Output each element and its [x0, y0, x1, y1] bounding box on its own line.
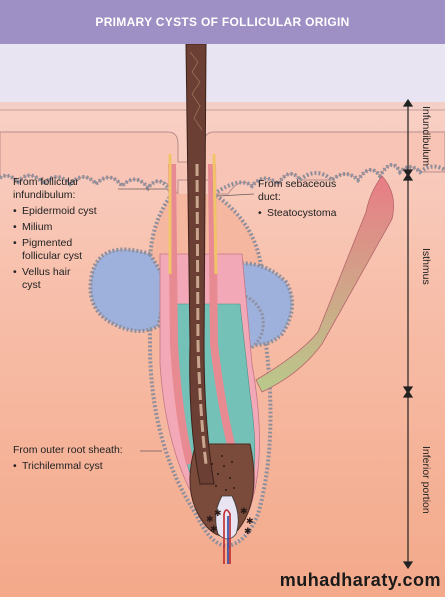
diagram-title: PRIMARY CYSTS OF FOLLICULAR ORIGIN — [0, 0, 445, 44]
hair-shaft-medulla — [195, 163, 208, 465]
label-heading: From outer root sheath: — [13, 444, 123, 456]
follicle-illustration: ✱ ✱ ✱ ✱ ✱ ✱ — [0, 44, 445, 597]
cyst-left — [88, 247, 171, 333]
region-label-inferior: Inferior portion — [420, 446, 432, 514]
melanocytes: ✱ ✱ ✱ ✱ ✱ ✱ — [206, 507, 254, 537]
label-follicular-infundibulum: From follicular infundibulum: Epidermoid… — [13, 176, 123, 295]
svg-text:✱: ✱ — [244, 527, 252, 537]
svg-text:✱: ✱ — [240, 507, 248, 517]
basal-layer-left — [0, 173, 174, 196]
label-heading: From sebaceous duct: — [258, 178, 337, 203]
blood-vessel-red — [223, 509, 231, 564]
list-item: Epidermoid cyst — [13, 205, 123, 218]
label-sebaceous-duct: From sebaceous duct: Steatocystoma — [258, 178, 353, 223]
svg-text:✱: ✱ — [214, 509, 222, 519]
yellow-layer-right — [212, 153, 218, 275]
keratinization-dots — [211, 455, 235, 491]
cyst-list: Trichilemmal cyst — [13, 460, 163, 473]
region-label-infundibulum: Infundibulum — [420, 106, 432, 167]
list-item: Trichilemmal cyst — [13, 460, 163, 473]
svg-text:✱: ✱ — [246, 517, 254, 527]
leader-lines — [118, 188, 255, 452]
basal-layer-right — [212, 163, 445, 196]
region-label-isthmus: Isthmus — [420, 248, 432, 285]
list-item: Vellus hair cyst — [13, 266, 92, 292]
arrector-pili-muscle — [255, 175, 395, 393]
hair-cuticle-cracks — [189, 51, 203, 131]
region-brackets — [402, 98, 414, 570]
list-item: Pigmented follicular cyst — [13, 237, 90, 263]
stratum-corneum — [0, 102, 445, 110]
sky-background — [0, 44, 445, 106]
hair-shaft — [185, 44, 215, 485]
label-outer-root-sheath: From outer root sheath: Trichilemmal cys… — [13, 444, 163, 476]
list-item: Steatocystoma — [258, 207, 353, 220]
watermark: muhadharaty.com — [279, 570, 441, 590]
cyst-list: Epidermoid cyst Milium Pigmented follicu… — [13, 205, 123, 292]
svg-text:✱: ✱ — [210, 525, 218, 535]
svg-text:✱: ✱ — [206, 515, 214, 525]
inner-root-sheath-left — [168, 163, 194, 465]
cyst-list: Steatocystoma — [258, 207, 353, 220]
label-heading: From follicular infundibulum: — [13, 176, 79, 201]
list-item: Milium — [13, 221, 123, 234]
